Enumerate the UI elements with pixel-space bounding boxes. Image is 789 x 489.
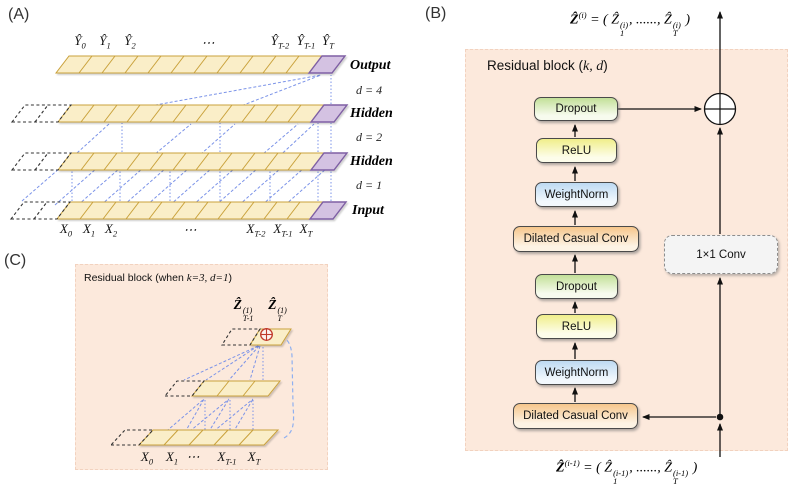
relu-box-top: ReLU — [536, 138, 617, 163]
panel-a-connections — [21, 74, 332, 206]
panel-c-tag: (C) — [4, 252, 27, 269]
panel-a-padding-cells — [9, 104, 73, 220]
c-input-label-ellipsis: ⋯ — [186, 449, 200, 464]
c-input-label-xT-1: XT-1 — [217, 449, 237, 467]
c-input-label-x0: X0 — [140, 449, 154, 467]
dilation-label-d2: d = 2 — [356, 130, 383, 144]
dilated-conv-box-top: Dilated Casual Conv — [513, 226, 639, 252]
z-label-T-1: Ẑ(1)T-1 — [233, 297, 254, 323]
output-label-yT-1: ŶT-1 — [296, 33, 316, 51]
layer-label-hidden-2: Hidden — [350, 154, 393, 169]
conv-1x1-box: 1×1 Conv — [664, 235, 778, 274]
dilation-label-d1: d = 1 — [356, 178, 383, 192]
c-input-label-x1: X1 — [165, 449, 179, 467]
input-label-x1: X1 — [82, 221, 96, 239]
output-label-yT-2: ŶT-2 — [270, 33, 290, 51]
formula-output: Ẑ(i) = ( Ẑ(i)1, ......, Ẑ(i)T ) — [570, 10, 691, 38]
output-label-y2: Ŷ2 — [124, 33, 136, 51]
dilation-label-d4: d = 4 — [356, 83, 383, 97]
layer-label-hidden-1: Hidden — [350, 106, 393, 121]
weightnorm-box-bottom: WeightNorm — [535, 360, 618, 385]
layer-label-output: Output — [350, 58, 391, 73]
input-label-x0: X0 — [59, 221, 73, 239]
input-label-ellipsis: ⋯ — [183, 222, 197, 237]
dilated-conv-box-bottom: Dilated Casual Conv — [513, 403, 638, 429]
c-input-label-xT: XT — [247, 449, 261, 467]
weightnorm-box-top: WeightNorm — [535, 182, 618, 207]
panel-b-tag: (B) — [425, 5, 447, 22]
output-label-yT: ŶT — [322, 33, 334, 51]
z-label-T: Ẑ(1)T — [268, 297, 287, 323]
input-label-xT: XT — [299, 221, 313, 239]
layer-label-input: Input — [352, 203, 384, 218]
output-label-y0: Ŷ0 — [74, 33, 86, 51]
input-label-xT-2: XT-2 — [246, 221, 266, 239]
panel-b-title: Residual block (k, d) — [487, 58, 608, 74]
input-label-xT-1: XT-1 — [273, 221, 293, 239]
residual-block-panel-c — [75, 264, 328, 470]
output-label-ellipsis: ⋯ — [201, 35, 215, 50]
panel-a-strips — [54, 55, 349, 220]
dropout-box-bottom: Dropout — [535, 274, 618, 299]
panel-a-tag: (A) — [8, 6, 30, 23]
input-label-x2: X2 — [104, 221, 118, 239]
dropout-box-top: Dropout — [534, 97, 618, 121]
formula-input: Ẑ(i-1) = ( Ẑ(i-1)1, ......, Ẑ(i-1)T ) — [556, 458, 698, 486]
output-label-y1: Ŷ1 — [99, 33, 111, 51]
relu-box-bottom: ReLU — [536, 314, 617, 339]
panel-c-title: Residual block (when k=3, d=1) — [84, 272, 232, 284]
output-last-cell — [307, 55, 347, 74]
